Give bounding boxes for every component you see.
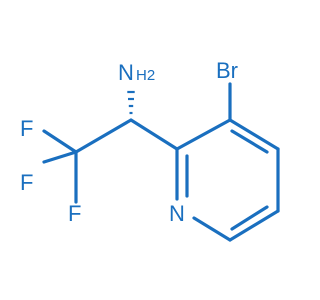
double-bond-inner-c3-c4	[230, 129, 269, 154]
double-bond-inner-c5-c6	[230, 205, 269, 231]
bond-cf3-f-mid	[42, 150, 78, 164]
bond-calpha-c2	[129, 118, 179, 151]
bond-c5-c6	[228, 209, 280, 242]
bond-c6-n	[192, 216, 232, 242]
atom-f-mid: F	[20, 170, 33, 195]
stereo-hashed-wedge	[127, 90, 135, 115]
atom-n-amine: N	[118, 60, 134, 85]
atom-br: Br	[216, 58, 238, 83]
bond-c3-c4	[228, 118, 280, 151]
bond-cf3-calpha	[74, 118, 133, 154]
structure-diagram: N H2 Br F F F N	[20, 58, 280, 242]
atom-f-bottom: F	[68, 201, 81, 226]
bond-cf3-f-top	[42, 129, 78, 154]
atom-h2-amine: H2	[136, 67, 155, 84]
atom-n-pyridine: N	[169, 201, 185, 226]
bond-c2-c3	[175, 118, 232, 151]
atom-f-top: F	[20, 116, 33, 141]
